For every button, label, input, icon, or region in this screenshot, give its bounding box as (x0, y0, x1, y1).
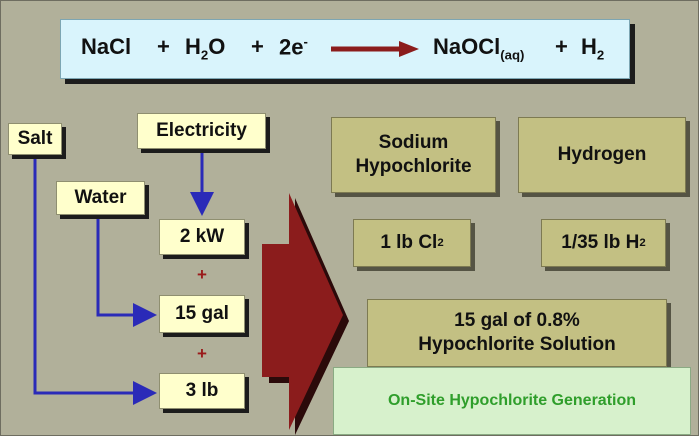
amount-plus-2: + (197, 344, 207, 363)
salt-connector (33, 159, 157, 405)
hypochlorite-line: Hypochlorite (355, 156, 472, 177)
reactant-water: H2O (185, 34, 226, 63)
product-hydrogen: H2 (581, 34, 605, 63)
hydrogen-box: Hydrogen (518, 117, 686, 193)
onsite-generation-caption: On-Site Hypochlorite Generation (333, 367, 691, 435)
reaction-arrow-icon (331, 41, 419, 57)
volume-amount-box: 15 gal (159, 295, 245, 333)
electricity-input-box: Electricity (137, 113, 266, 149)
power-amount-box: 2 kW (159, 219, 245, 255)
reactant-nacl: NaCl (81, 34, 132, 59)
water-connector (96, 213, 157, 327)
solution-volume-line: 15 gal of 0.8% (454, 310, 580, 332)
reactant-electrons: 2e- (279, 34, 308, 60)
equation-plus-1: + (157, 34, 170, 59)
sodium-hypochlorite-box: Sodium Hypochlorite (331, 117, 496, 193)
product-naocl: NaOCl(aq) (433, 34, 525, 63)
equation-plus-2: + (251, 34, 264, 59)
mass-amount-box: 3 lb (159, 373, 245, 409)
solution-name-line: Hypochlorite Solution (418, 334, 616, 355)
sodium-line: Sodium (378, 132, 449, 154)
salt-input-box: Salt (8, 123, 62, 155)
hypochlorite-solution-box: 15 gal of 0.8% Hypochlorite Solution (367, 299, 667, 367)
water-input-box: Water (56, 181, 145, 215)
big-process-arrow (262, 193, 343, 430)
amount-plus-1: + (197, 265, 207, 284)
reaction-equation-box: NaCl + H2O + 2e- NaOCl(aq) + H2 (60, 19, 630, 79)
equation-plus-3: + (555, 34, 568, 59)
